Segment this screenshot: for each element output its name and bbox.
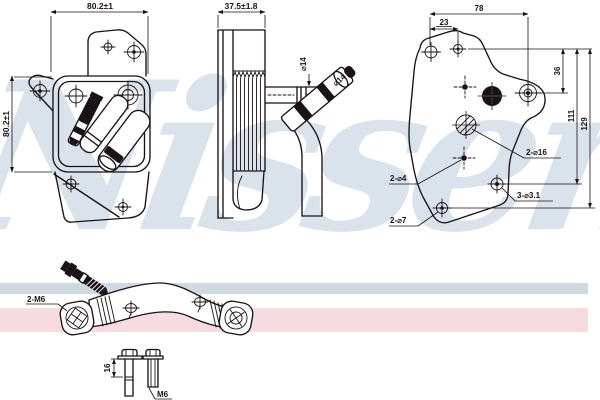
bolt-set: 16 M6 [103, 348, 172, 400]
label-2x4: 2-⌀4 [390, 174, 407, 183]
front-width-dim: 80.2±1 [87, 1, 113, 11]
label-2x16: 2-⌀16 [526, 148, 547, 157]
bolt-long [117, 348, 143, 397]
stud-bolt [67, 91, 104, 147]
hole-a [421, 42, 441, 62]
hole-d [453, 75, 477, 99]
rear-dim-111: 111 [567, 109, 576, 122]
rear-dim-129: 129 [580, 117, 589, 131]
mounting-bracket: 2-M6 [26, 260, 254, 336]
bracket-hole [122, 300, 140, 319]
side-depth-dim: 37.5±1.8 [224, 1, 257, 11]
front-view: 80.2±1 80.2±1 [1, 1, 151, 223]
cooler-fins [236, 77, 261, 171]
port1-diameter: ⌀14 [299, 57, 308, 71]
hole-h [487, 174, 507, 194]
bracket-thread-label: 2-M6 [27, 295, 46, 304]
hole-c [514, 79, 542, 107]
hole-g [452, 146, 476, 170]
hole-e [478, 82, 506, 110]
mount-hole [62, 175, 80, 193]
bolt-thread-label: M6 [157, 390, 169, 399]
watermark-stripe-blue [0, 283, 588, 294]
mount-hole [100, 39, 116, 55]
hole-f [452, 111, 480, 139]
pipe-projection [97, 109, 151, 173]
mount-hole [114, 198, 132, 216]
rear-offset-dim: 23 [440, 18, 449, 27]
bolt-short [142, 348, 164, 388]
hole-i [432, 198, 452, 218]
oil-port [64, 84, 88, 108]
rear-view: 78 23 36 111 129 2-⌀16 2-⌀4 3-⌀3 [389, 4, 595, 227]
side-view: 37.5±1.8 [217, 1, 356, 219]
bracket-pad [59, 300, 95, 336]
port-pipe-angled [280, 66, 356, 132]
rear-dim-36: 36 [553, 66, 562, 75]
label-2x7: 2-⌀7 [390, 216, 407, 225]
rear-width-dim: 78 [475, 4, 484, 13]
front-height-dim: 80.2±1 [1, 111, 11, 137]
pipe-projection [79, 94, 129, 154]
mount-hole [29, 80, 51, 102]
bolt-length-dim: 16 [103, 363, 112, 372]
hole-b [449, 40, 467, 58]
bracket-screw [60, 260, 109, 296]
bracket-hole [191, 294, 209, 313]
bracket-pad [218, 300, 254, 336]
mount-hole [123, 41, 145, 63]
label-3x31: 3-⌀3.1 [517, 191, 541, 200]
